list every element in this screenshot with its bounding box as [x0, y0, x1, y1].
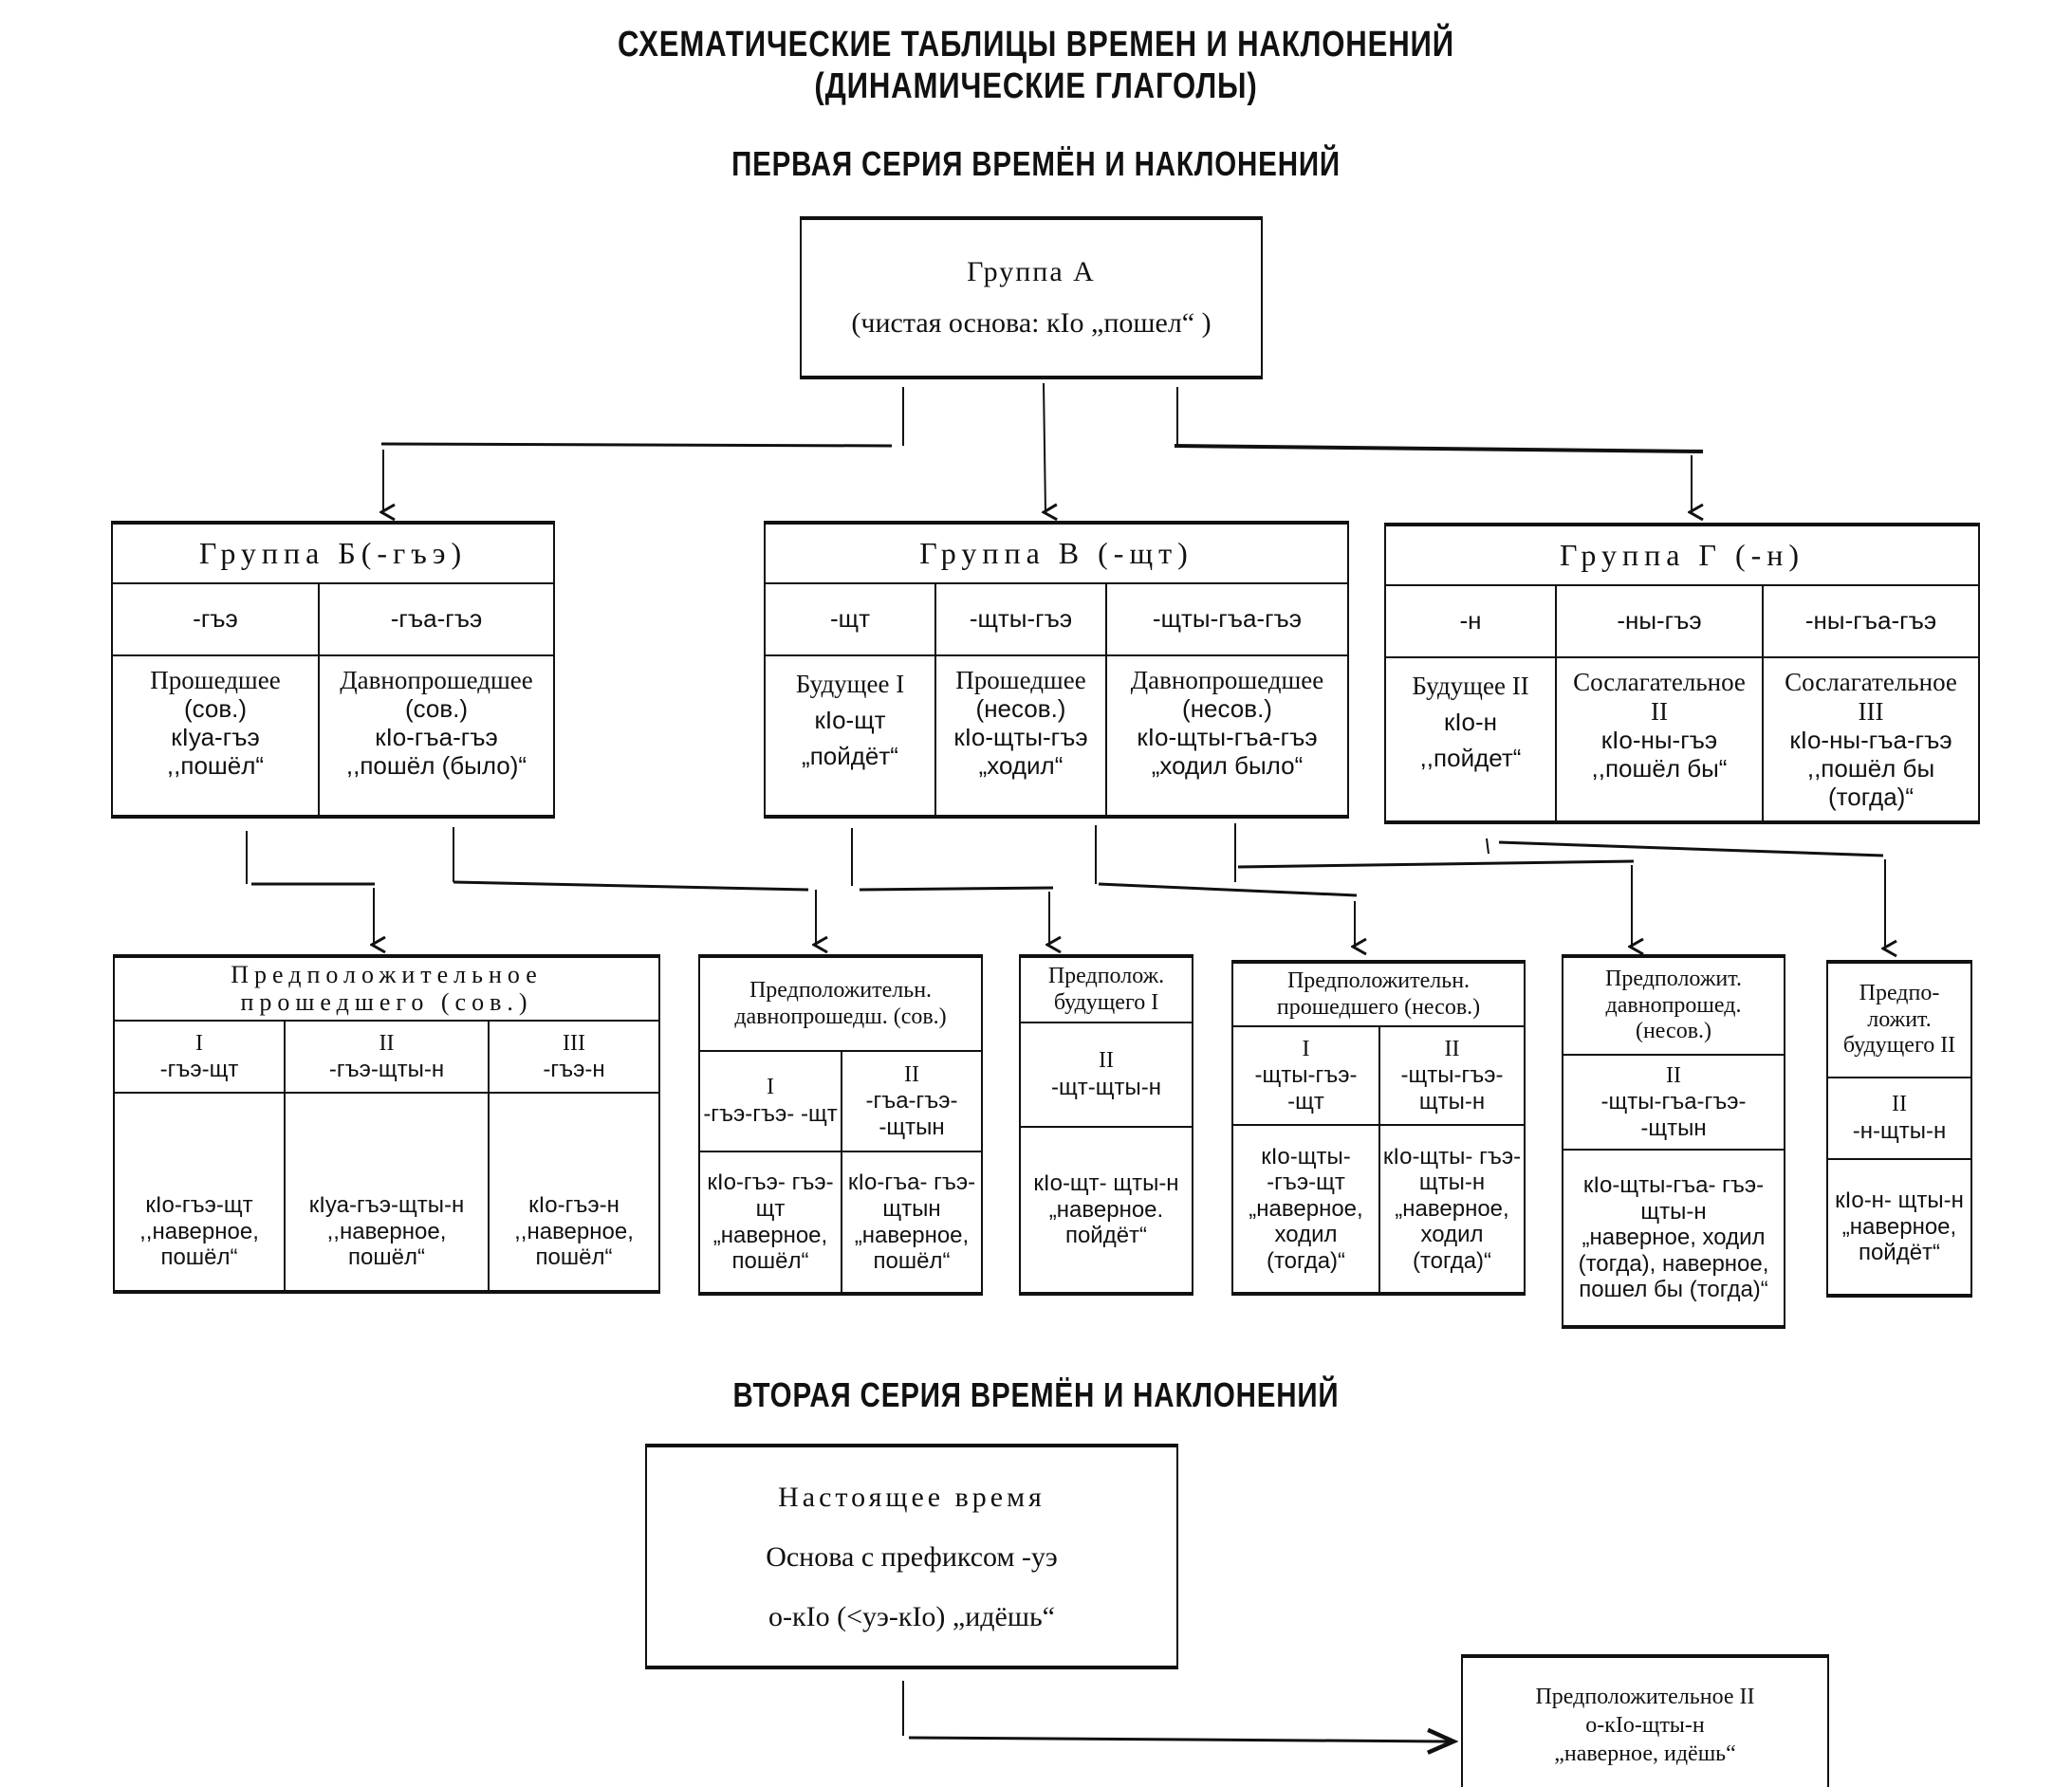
supp-past-perf-suffix: III-гъэ-н — [488, 1020, 660, 1095]
supp-future1-table: Предполож. будущего I II-щт-щты-н кIо-щт… — [1019, 954, 1193, 1296]
group-a-title: Группа А — [967, 256, 1096, 287]
supp-future2-suffix: II-н-щты-н — [1826, 1077, 1972, 1160]
supp-past-imperf-table: Предположительн. прошедшего (несов.) I-щ… — [1231, 960, 1526, 1296]
supp-future1-suffix: II-щт-щты-н — [1019, 1022, 1193, 1128]
group-a-box: Группа А (чистая основа: кIо „пошел“ ) — [800, 216, 1263, 379]
group-g-suffix: -ны-гъа-гъэ — [1762, 584, 1980, 658]
supp2-box: Предположительное II о-кIо-щты-н „наверн… — [1461, 1654, 1829, 1787]
supp2-gloss: „наверное, идёшь“ — [1554, 1741, 1736, 1766]
supp-future2-cell: кIо-н- щты-н„наверное, пойдёт“ — [1826, 1158, 1972, 1298]
group-b-table: Группа Б(-гъэ) -гъэ -гъа-гъэ Прошедшее (… — [111, 521, 555, 819]
group-b-suffix: -гъа-гъэ — [318, 582, 555, 656]
group-b-title: Группа Б(-гъэ) — [111, 521, 555, 584]
supp-past-perf-cell: кIуа-гъэ-щты-н,,наверное, пошёл“ — [284, 1092, 490, 1294]
supp-pluperf-imperf-table: Предположит. давнопрошед. (несов.) II-щт… — [1562, 954, 1785, 1329]
supp-past-imperf-suffix: II-щты-гъэ- щты-н — [1378, 1025, 1526, 1126]
present-title: Настоящее время — [778, 1481, 1045, 1513]
group-v-table: Группа В (-щт) -щт -щты-гъэ -щты-гъа-гъэ… — [764, 521, 1349, 819]
supp2-title: Предположительное II — [1535, 1685, 1755, 1709]
group-v-suffix: -щт — [764, 582, 936, 656]
supp-pluperf-perf-cell: кIо-гъэ- гъэ-щт„наверное, пошёл“ — [698, 1151, 842, 1296]
connector-g-supp — [1486, 838, 1489, 855]
group-v-cell: Давнопрошедшее (несов.) кIо-щты-гъа-гъэ … — [1105, 654, 1349, 819]
group-v-title: Группа В (-щт) — [764, 521, 1349, 584]
supp-past-perf-suffix: I-гъэ-щт — [113, 1020, 286, 1095]
series1-heading: ПЕРВАЯ СЕРИЯ ВРЕМЁН И НАКЛОНЕНИЙ — [731, 144, 1341, 183]
group-v-suffix: -щты-гъэ — [934, 582, 1107, 656]
page-subtitle: (ДИНАМИЧЕСКИЕ ГЛАГОЛЫ) — [814, 66, 1258, 106]
supp-past-perf-title: Предположительное прошедшего (сов.) — [113, 953, 660, 1022]
supp-pluperf-perf-title: Предположительн. давнопрошедш. (сов.) — [698, 954, 983, 1052]
series2-heading: ВТОРАЯ СЕРИЯ ВРЕМЁН И НАКЛОНЕНИЙ — [732, 1375, 1340, 1414]
group-g-cell: Будущее II кIо-н ,,пойдет“ — [1384, 656, 1557, 824]
supp-pluperf-imperf-title: Предположит. давнопрошед. (несов.) — [1562, 954, 1785, 1056]
group-g-suffix: -ны-гъэ — [1555, 584, 1764, 658]
present-desc: Основа с префиксом -уэ — [766, 1540, 1058, 1573]
supp-past-perf-cell: кIо-гъэ-щт,,наверное, пошёл“ — [113, 1092, 286, 1294]
group-g-table: Группа Г (-н) -н -ны-гъэ -ны-гъа-гъэ Буд… — [1384, 523, 1980, 824]
group-a-desc: (чистая основа: кIо „пошел“ ) — [851, 307, 1212, 339]
group-b-suffix: -гъэ — [111, 582, 320, 656]
group-v-cell: Будущее I кIо-щт „пойдёт“ — [764, 654, 936, 819]
supp-pluperf-imperf-suffix: II-щты-гъа-гъэ- -щтын — [1562, 1054, 1785, 1151]
supp-pluperf-perf-cell: кIо-гъа- гъэ-щтын„наверное, пошёл“ — [841, 1151, 983, 1296]
supp-past-perf-cell: кIо-гъэ-н,,наверное, пошёл“ — [488, 1092, 660, 1294]
group-g-title: Группа Г (-н) — [1384, 523, 1980, 586]
supp2-form: о-кIо-щты-н — [1585, 1713, 1705, 1738]
group-v-suffix: -щты-гъа-гъэ — [1105, 582, 1349, 656]
present-tense-box: Настоящее время Основа с префиксом -уэ о… — [645, 1444, 1178, 1669]
supp-past-imperf-cell: кIо-щты- -гъэ-щт„наверное, ходил (тогда)… — [1231, 1124, 1380, 1296]
supp-past-imperf-cell: кIо-щты- гъэ-щты-н„наверное, ходил (тогд… — [1378, 1124, 1526, 1296]
supp-future2-title: Предпо- ложит. будущего II — [1826, 960, 1972, 1078]
supp-pluperf-perf-table: Предположительн. давнопрошедш. (сов.) I-… — [698, 954, 983, 1296]
supp-past-perf-table: Предположительное прошедшего (сов.) I-гъ… — [113, 953, 660, 1294]
group-v-cell: Прошедшее (несов.) кIо-щты-гъэ „ходил“ — [934, 654, 1107, 819]
page-title: СХЕМАТИЧЕСКИЕ ТАБЛИЦЫ ВРЕМЕН И НАКЛОНЕНИ… — [618, 25, 1454, 64]
supp-future2-table: Предпо- ложит. будущего II II-н-щты-н кI… — [1826, 960, 1972, 1298]
group-g-suffix: -н — [1384, 584, 1557, 658]
group-g-cell: Сослагательное III кIо-ны-гъа-гъэ ,,пошё… — [1762, 656, 1980, 824]
present-example: о-кIо (<уэ-кIо) „идёшь“ — [768, 1600, 1055, 1632]
supp-past-imperf-title: Предположительн. прошедшего (несов.) — [1231, 960, 1526, 1027]
supp-future1-title: Предполож. будущего I — [1019, 954, 1193, 1023]
supp-future1-cell: кIо-щт- щты-н„наверное. пойдёт“ — [1019, 1126, 1193, 1296]
supp-pluperf-imperf-cell: кIо-щты-гъа- гъэ-щты-н„наверное, ходил (… — [1562, 1149, 1785, 1329]
group-b-cell: Давнопрошедшее (сов.) кIо-гъа-гъэ ,,пошё… — [318, 654, 555, 819]
supp-past-perf-suffix: II-гъэ-щты-н — [284, 1020, 490, 1095]
group-g-cell: Сослагательное II кIо-ны-гъэ ,,пошёл бы“ — [1555, 656, 1764, 824]
supp-past-imperf-suffix: I-щты-гъэ- -щт — [1231, 1025, 1380, 1126]
connector-a-v — [1044, 382, 1045, 512]
supp-pluperf-perf-suffix: I-гъэ-гъэ- -щт — [698, 1050, 842, 1152]
supp-pluperf-perf-suffix: II-гъа-гъэ- -щтын — [841, 1050, 983, 1152]
group-b-cell: Прошедшее (сов.) кIуа-гъэ ,,пошёл“ — [111, 654, 320, 819]
